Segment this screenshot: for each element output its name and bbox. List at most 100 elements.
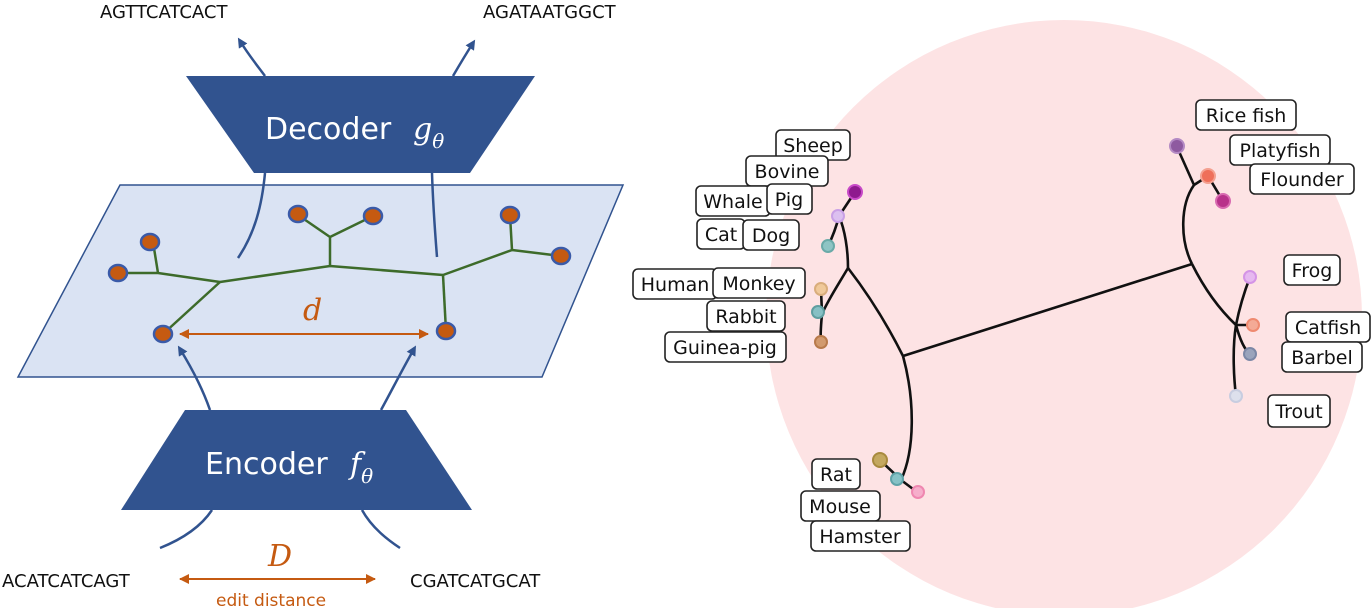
leaf-point-sheep xyxy=(847,184,863,200)
leaf-points xyxy=(811,138,1260,499)
svg-text:Pig: Pig xyxy=(775,189,803,211)
svg-text:Dog: Dog xyxy=(752,225,790,247)
species-label-mouse: Mouse xyxy=(800,490,881,522)
svg-text:Rabbit: Rabbit xyxy=(715,306,776,328)
leaf-point-rice-fish xyxy=(1169,138,1185,154)
species-label-barbel: Barbel xyxy=(1281,341,1363,373)
decoded-sequence-2: AGATAATGGCT xyxy=(483,2,617,23)
latent-node xyxy=(107,263,129,283)
species-label-bovine: Bovine xyxy=(745,155,829,187)
species-label-rice-fish: Rice fish xyxy=(1195,99,1297,131)
species-label-pig: Pig xyxy=(766,183,813,215)
tree-edge xyxy=(899,355,914,481)
latent-distance-label: d xyxy=(303,293,322,328)
decoder-function-symbol: gθ xyxy=(413,112,444,153)
leaf-point-frog xyxy=(1243,270,1257,284)
svg-text:Sheep: Sheep xyxy=(783,135,843,157)
svg-text:Cat: Cat xyxy=(705,224,737,246)
svg-text:Barbel: Barbel xyxy=(1291,347,1353,369)
latent-node xyxy=(287,204,309,224)
latent-tree-nodes xyxy=(107,204,572,344)
hyperbolic-tree: Sheep Bovine Whale Pig Cat Dog xyxy=(632,20,1371,613)
leaf-point-guinea-pig xyxy=(814,335,828,349)
decoder-block xyxy=(186,76,535,173)
input-sequence-2: CGATCATGCAT xyxy=(410,571,541,592)
tree-edge xyxy=(846,267,905,357)
leaf-point-whale xyxy=(831,209,845,223)
species-label-catfish: Catfish xyxy=(1285,311,1371,343)
latent-space-plane xyxy=(16,184,625,378)
svg-text:Frog: Frog xyxy=(1292,260,1333,282)
decoder-label: Decoder xyxy=(265,112,392,147)
autoencoder-diagram: AGTTCATCACT AGATAATGGCT Decoder gθ xyxy=(2,2,625,611)
svg-text:Rat: Rat xyxy=(820,464,852,486)
tree-edge xyxy=(1190,263,1237,326)
decoder-input-line-2 xyxy=(430,172,439,258)
species-label-rabbit: Rabbit xyxy=(706,300,786,332)
tree-edge xyxy=(902,262,1193,358)
latent-node xyxy=(362,206,384,226)
leaf-point-platyfish xyxy=(1200,168,1216,184)
svg-text:Guinea-pig: Guinea-pig xyxy=(673,337,777,359)
svg-text:Monkey: Monkey xyxy=(722,273,795,295)
latent-node xyxy=(435,321,457,341)
species-labels: Sheep Bovine Whale Pig Cat Dog xyxy=(632,99,1371,552)
svg-text:Rice fish: Rice fish xyxy=(1206,105,1287,127)
decoded-sequence-1: AGTTCATCACT xyxy=(100,2,228,23)
leaf-point-rabbit xyxy=(811,305,825,319)
svg-text:Bovine: Bovine xyxy=(755,161,820,183)
latent-node xyxy=(152,324,174,344)
encoder-input-line-2 xyxy=(360,509,401,550)
species-label-hamster: Hamster xyxy=(810,520,911,552)
leaf-point-human xyxy=(814,282,828,296)
svg-text:Mouse: Mouse xyxy=(809,496,871,518)
decoder-subscript: θ xyxy=(432,129,444,153)
species-label-rat: Rat xyxy=(811,458,861,490)
species-label-dog: Dog xyxy=(742,219,800,251)
latent-node xyxy=(139,232,161,252)
svg-text:Platyfish: Platyfish xyxy=(1240,140,1321,162)
decoder-output-arrow-2 xyxy=(451,39,476,77)
input-distance-label: D xyxy=(267,539,292,574)
encoder-input-line-1 xyxy=(159,509,214,550)
species-label-monkey: Monkey xyxy=(712,267,806,299)
encoder-output-arrow-1 xyxy=(177,345,212,411)
decoder-input-line-1 xyxy=(236,172,267,259)
species-label-human: Human xyxy=(632,268,718,300)
species-label-flounder: Flounder xyxy=(1249,163,1355,195)
encoder-output-arrow-2 xyxy=(379,345,416,411)
svg-text:Flounder: Flounder xyxy=(1260,169,1344,191)
svg-text:Trout: Trout xyxy=(1274,401,1322,423)
leaf-point-mouse xyxy=(890,472,904,486)
leaf-point-trout xyxy=(1229,389,1243,403)
tree-edge xyxy=(1181,184,1196,265)
species-label-platyfish: Platyfish xyxy=(1229,134,1331,166)
input-sequence-1: ACATCATCAGT xyxy=(2,571,131,592)
edit-distance-caption: edit distance xyxy=(216,591,326,608)
leaf-point-cat xyxy=(821,239,835,253)
poincare-disk xyxy=(766,20,1362,613)
leaf-point-rat xyxy=(872,452,888,468)
latent-node xyxy=(499,205,521,225)
encoder-label: Encoder xyxy=(205,447,328,482)
latent-node xyxy=(550,246,572,266)
decoder-symbol: g xyxy=(413,112,432,147)
species-label-whale: Whale xyxy=(695,185,771,217)
leaf-point-barbel xyxy=(1243,347,1257,361)
species-label-trout: Trout xyxy=(1267,394,1331,428)
species-label-guinea-pig: Guinea-pig xyxy=(664,331,787,363)
leaf-point-catfish xyxy=(1246,318,1260,332)
species-label-frog: Frog xyxy=(1283,254,1341,286)
leaf-point-hamster xyxy=(911,485,925,499)
species-label-cat: Cat xyxy=(696,218,746,250)
svg-text:Human: Human xyxy=(641,274,710,296)
encoder-block xyxy=(121,410,472,510)
leaf-point-flounder xyxy=(1215,193,1231,209)
svg-text:Hamster: Hamster xyxy=(819,526,900,548)
svg-text:Whale: Whale xyxy=(703,191,762,213)
svg-text:Catfish: Catfish xyxy=(1295,317,1361,339)
decoder-output-arrow-1 xyxy=(237,37,266,77)
encoder-subscript: θ xyxy=(361,464,373,488)
